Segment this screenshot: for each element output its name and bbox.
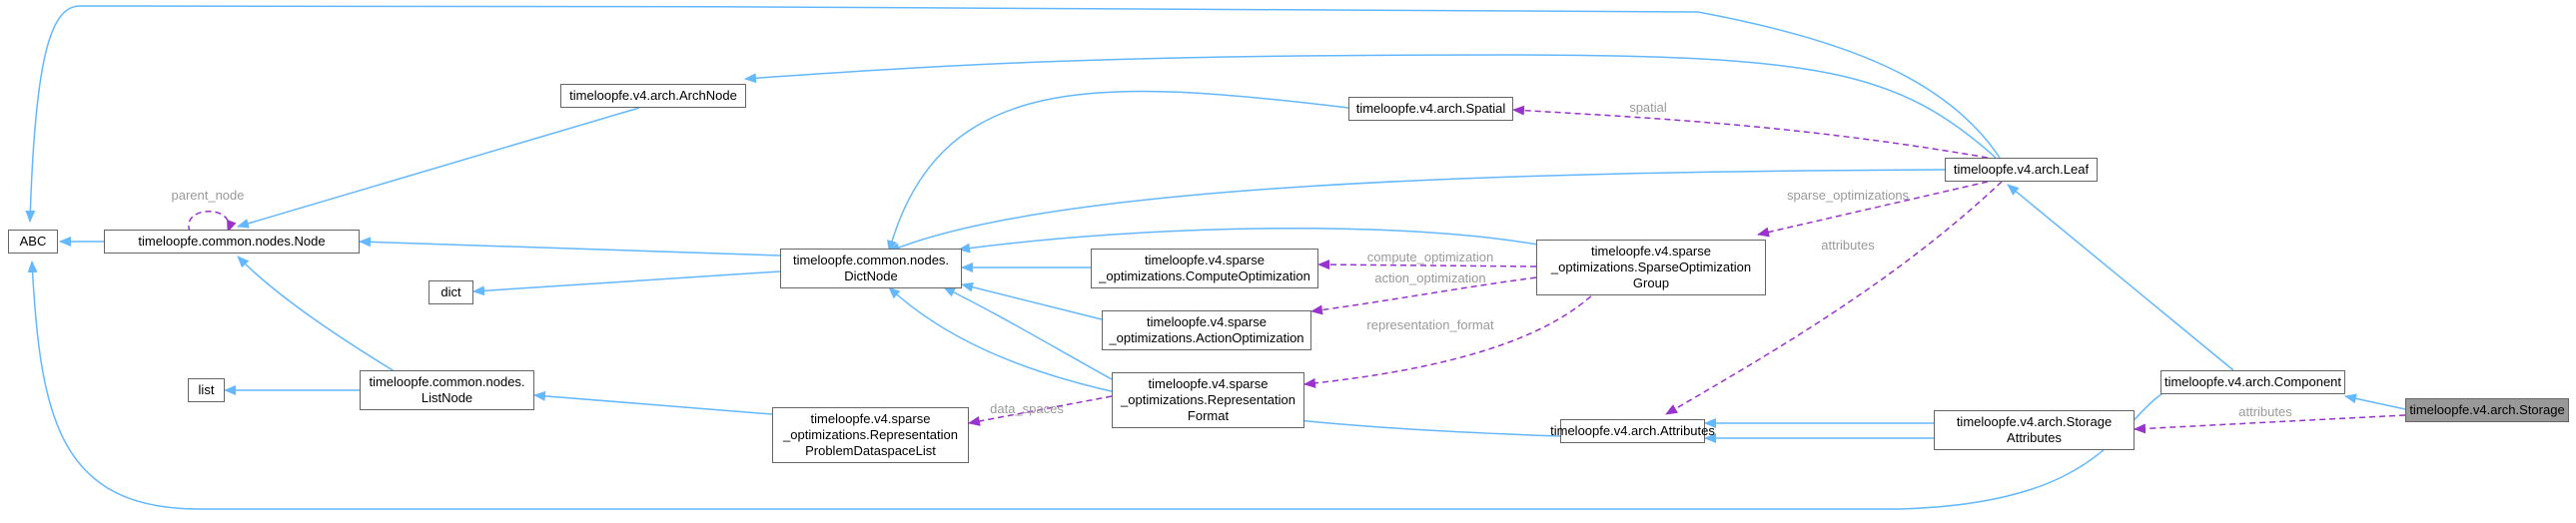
node-arch-leaf[interactable]: timeloopfe.v4.arch.Leaf <box>1945 158 2098 182</box>
node-arch-storage[interactable]: timeloopfe.v4.arch.Storage <box>2405 398 2569 422</box>
edge-component-leaf <box>2007 184 2234 371</box>
node-label-line: dict <box>440 284 461 299</box>
node-label-line: _optimizations.ActionOptimization <box>1109 330 1304 345</box>
edge-label-representation-format: representation_format <box>1366 317 1494 332</box>
node-label-line: _optimizations.Representation <box>783 427 958 442</box>
node-list[interactable]: list <box>188 378 225 402</box>
edge-component-abc <box>27 261 2168 510</box>
edge-sog-action <box>1310 276 1537 315</box>
node-label-line: timeloopfe.v4.sparse <box>810 411 931 426</box>
node-label-line: Attributes <box>2007 430 2062 445</box>
node-label-line: list <box>198 382 215 397</box>
node-label-line: timeloopfe.v4.arch.Storage <box>2409 402 2565 417</box>
node-common-nodes-listnode[interactable]: timeloopfe.common.nodes.ListNode <box>360 370 534 410</box>
node-common-nodes-node[interactable]: timeloopfe.common.nodes.Node <box>104 230 360 254</box>
node-label-line: timeloopfe.v4.sparse <box>1148 376 1269 391</box>
edge-action-dictnode <box>961 281 1103 320</box>
edge-label-action-optimization: action_optimization <box>1374 270 1485 285</box>
edge-label-sparse-optimizations: sparse_optimizations <box>1787 188 1910 203</box>
node-abc[interactable]: ABC <box>8 230 58 254</box>
edge-spatial-dictnode <box>887 90 1349 253</box>
node-label-line: timeloopfe.v4.sparse <box>1591 244 1711 259</box>
edge-storage-component <box>2344 393 2406 410</box>
node-label-line: _optimizations.ComputeOptimization <box>1099 268 1310 283</box>
node-label-line: DictNode <box>844 268 898 283</box>
node-label-line: _optimizations.Representation <box>1121 392 1295 407</box>
node-label-line: timeloopfe.v4.sparse <box>1147 314 1267 329</box>
edge-repfmt-rpdl <box>968 395 1113 426</box>
edge-label-data-spaces: data_spaces <box>990 401 1064 416</box>
edge-leaf-archnode <box>744 54 1997 159</box>
edge-leaf-dictnode <box>888 169 1946 253</box>
node-label-line: timeloopfe.v4.sparse <box>1145 253 1265 267</box>
node-arch-spatial[interactable]: timeloopfe.v4.arch.Spatial <box>1348 97 1513 121</box>
node-arch-attributes[interactable]: timeloopfe.v4.arch.Attributes <box>1550 419 1715 443</box>
edge-label-attributes-leaf: attributes <box>1821 238 1875 253</box>
node-arch-archnode[interactable]: timeloopfe.v4.arch.ArchNode <box>560 84 746 108</box>
node-compute-optimization[interactable]: timeloopfe.v4.sparse_optimizations.Compu… <box>1091 249 1318 288</box>
edge-dictnode-dict <box>472 270 781 296</box>
node-sparse-optimization-group[interactable]: timeloopfe.v4.sparse_optimizations.Spars… <box>1536 240 1766 295</box>
node-label-line: timeloopfe.common.nodes. <box>369 374 525 389</box>
edge-listnode-node <box>237 256 409 380</box>
edge-label-spatial: spatial <box>1629 100 1667 115</box>
node-label-line: ABC <box>19 234 47 249</box>
edge-archnode-node <box>237 107 640 229</box>
node-label-line: timeloopfe.v4.arch.Attributes <box>1550 423 1715 438</box>
node-label-line: timeloopfe.common.nodes. <box>792 253 950 267</box>
node-label-line: timeloopfe.common.nodes.Node <box>138 234 326 249</box>
node-label-line: timeloopfe.v4.arch.Leaf <box>1953 162 2090 177</box>
node-label-line: Format <box>1187 408 1230 423</box>
node-label-line: Group <box>1632 275 1670 290</box>
node-representation-problem-dataspace-list[interactable]: timeloopfe.v4.sparse_optimizations.Repre… <box>772 407 969 463</box>
edge-leaf-abc <box>25 5 2001 223</box>
edge-sog-repfmt <box>1303 288 1599 388</box>
node-label-line: timeloopfe.v4.arch.ArchNode <box>569 88 737 103</box>
edge-storage-storageattr <box>2134 414 2406 434</box>
node-label-line: _optimizations.SparseOptimization <box>1550 260 1752 274</box>
node-label-line: timeloopfe.v4.arch.Storage <box>1956 414 2113 429</box>
edge-label-parent-node: parent_node <box>171 188 244 203</box>
node-action-optimization[interactable]: timeloopfe.v4.sparse_optimizations.Actio… <box>1102 310 1311 350</box>
edge-sog-dictnode <box>958 227 1544 254</box>
edge-repfmt-dictnode <box>943 286 1113 380</box>
node-representation-format[interactable]: timeloopfe.v4.sparse_optimizations.Repre… <box>1112 372 1304 428</box>
node-dict[interactable]: dict <box>429 280 473 304</box>
node-arch-component[interactable]: timeloopfe.v4.arch.Component <box>2160 370 2345 394</box>
edge-label-compute-optimization: compute_optimization <box>1367 250 1493 264</box>
edge-leaf-attributes <box>1665 181 2003 415</box>
node-label-line: timeloopfe.v4.arch.Spatial <box>1355 101 1506 116</box>
edge-sog-compute <box>1317 260 1537 270</box>
edge-leaf-spatial <box>1512 105 1989 159</box>
node-label-line: timeloopfe.v4.arch.Component <box>2163 374 2342 389</box>
node-label-line: ListNode <box>421 390 473 405</box>
node-common-nodes-dictnode[interactable]: timeloopfe.common.nodes.DictNode <box>780 249 962 288</box>
edge-dictnode-node <box>359 237 781 257</box>
edge-node-self <box>188 211 237 233</box>
node-label-line: ProblemDataspaceList <box>805 443 936 458</box>
edge-rpdl-listnode <box>533 390 773 415</box>
edge-label-attributes-storage: attributes <box>2238 404 2292 419</box>
